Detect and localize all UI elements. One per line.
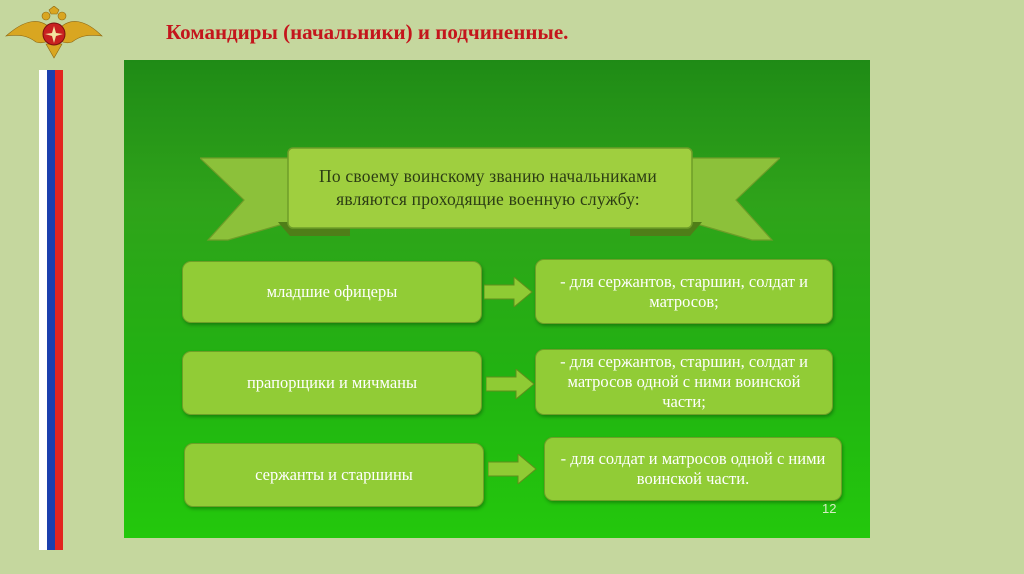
subordinates-box-3: - для солдат и матросов одной с ними вои… [544,437,842,501]
tricolor-stripe [39,70,63,550]
banner-text: По своему воинскому званию начальниками … [319,166,657,209]
eagle-emblem-icon [5,6,103,59]
right-arrow-icon [488,454,537,484]
rank-box-sergeants: сержанты и старшины [184,443,484,507]
rank-box-junior-officers: младшие офицеры [182,261,482,323]
ribbon-banner [200,147,780,241]
subordinates-box-1: - для сержантов, старшин, солдат и матро… [535,259,833,324]
rank-box-warrant-officers: прапорщики и мичманы [182,351,482,415]
right-arrow-icon [484,277,533,307]
subordinates-box-2: - для сержантов, старшин, солдат и матро… [535,349,833,415]
slide-title: Командиры (начальники) и подчиненные. [166,20,569,44]
page-number: 12 [822,501,837,516]
right-arrow-icon [486,369,535,399]
